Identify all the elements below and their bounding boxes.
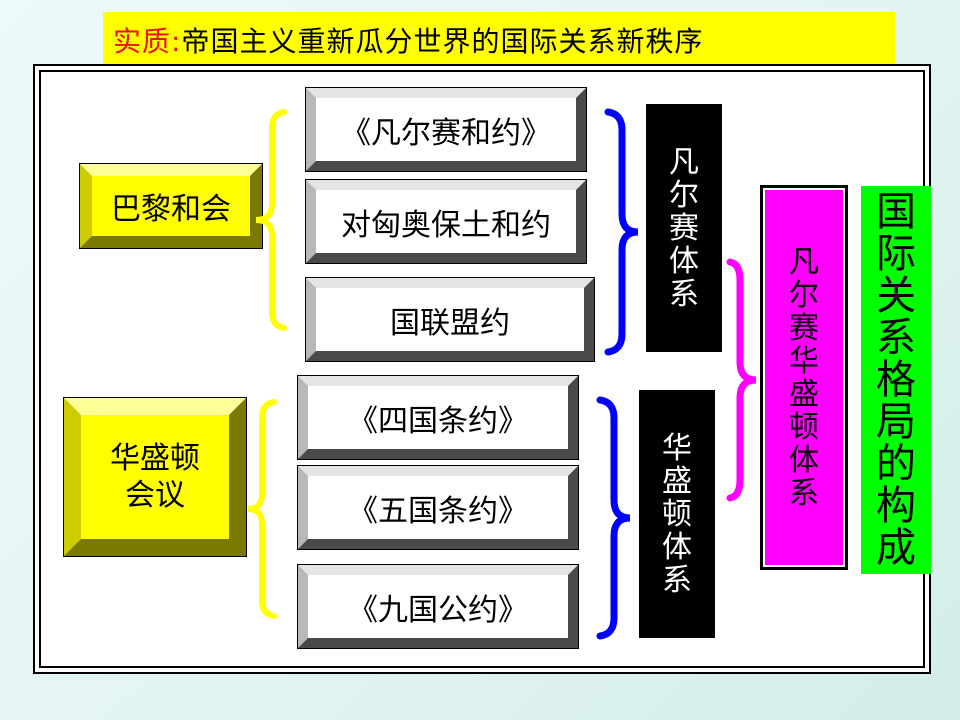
four-power-treaty-box: 《四国条约》: [298, 376, 578, 459]
versailles-system-char: 尔: [669, 177, 699, 213]
paris-conference-box: 巴黎和会: [80, 164, 262, 248]
washington-conference-box: 华盛顿 会议: [64, 398, 246, 556]
washington-system-char: 系: [662, 562, 692, 598]
paris-conference-label: 巴黎和会: [111, 192, 231, 227]
nine-power-treaty-label: 《九国公约》: [348, 592, 528, 628]
versailles-system-char: 赛: [669, 210, 699, 246]
pattern-char: 局: [876, 399, 916, 445]
pattern-char: 的: [876, 441, 916, 487]
pattern-char: 关: [876, 273, 916, 319]
paris-yellow-brace: [255, 109, 287, 331]
vw-system-char: 盛: [789, 376, 819, 412]
four-power-treaty-label: 《四国条约》: [348, 403, 528, 439]
versailles-blue-brace: [604, 108, 639, 356]
washington-system-char: 华: [662, 430, 692, 466]
vw-system-char: 赛: [789, 310, 819, 346]
vw-system-char: 系: [789, 475, 819, 511]
league-covenant-box: 国联盟约: [306, 278, 594, 361]
pattern-char: 构: [876, 483, 916, 529]
vw-system-char: 体: [789, 442, 819, 478]
title-text: 帝国主义重新瓜分世界的国际关系新秩序: [181, 24, 704, 58]
title-lead: 实质:: [113, 24, 182, 58]
washington-system-char: 体: [662, 529, 692, 565]
washington-system-char: 顿: [662, 496, 692, 532]
austria-treaty-box: 对匈奥保土和约: [306, 180, 586, 263]
austria-treaty-label: 对匈奥保土和约: [341, 207, 551, 243]
washington-blue-brace: [596, 396, 631, 640]
title-banner: 实质: 帝国主义重新瓜分世界的国际关系新秩序: [103, 12, 895, 67]
pattern-char: 成: [876, 525, 916, 571]
vw-system-char: 华: [789, 343, 819, 379]
vw-system-char: 凡: [789, 244, 819, 280]
league-covenant-label: 国联盟约: [390, 305, 510, 341]
washington-yellow-brace: [247, 399, 277, 619]
pattern-char: 际: [876, 231, 916, 277]
washington-system-box: 华 盛 顿 体 系: [639, 390, 715, 638]
vw-system-char: 尔: [789, 277, 819, 313]
versailles-treaty-box: 《凡尔赛和约》: [306, 88, 586, 171]
versailles-treaty-label: 《凡尔赛和约》: [341, 115, 551, 151]
five-power-treaty-box: 《五国条约》: [298, 466, 578, 549]
pattern-char: 国: [876, 189, 916, 235]
washington-conference-line2: 会议: [125, 478, 185, 513]
pattern-char: 系: [876, 315, 916, 361]
washington-system-char: 盛: [662, 463, 692, 499]
washington-conference-line1: 华盛顿: [110, 440, 200, 476]
versailles-system-char: 系: [669, 276, 699, 312]
international-pattern-box: 国 际 关 系 格 局 的 构 成: [861, 186, 931, 574]
versailles-system-char: 体: [669, 243, 699, 279]
versailles-system-box: 凡 尔 赛 体 系: [646, 104, 722, 352]
pattern-char: 格: [876, 357, 916, 403]
nine-power-treaty-box: 《九国公约》: [298, 565, 578, 648]
versailles-system-char: 凡: [669, 144, 699, 180]
five-power-treaty-label: 《五国条约》: [348, 493, 528, 529]
versailles-washington-system-box: 凡 尔 赛 华 盛 顿 体 系: [760, 185, 848, 570]
magenta-brace: [726, 258, 757, 502]
vw-system-char: 顿: [789, 409, 819, 445]
